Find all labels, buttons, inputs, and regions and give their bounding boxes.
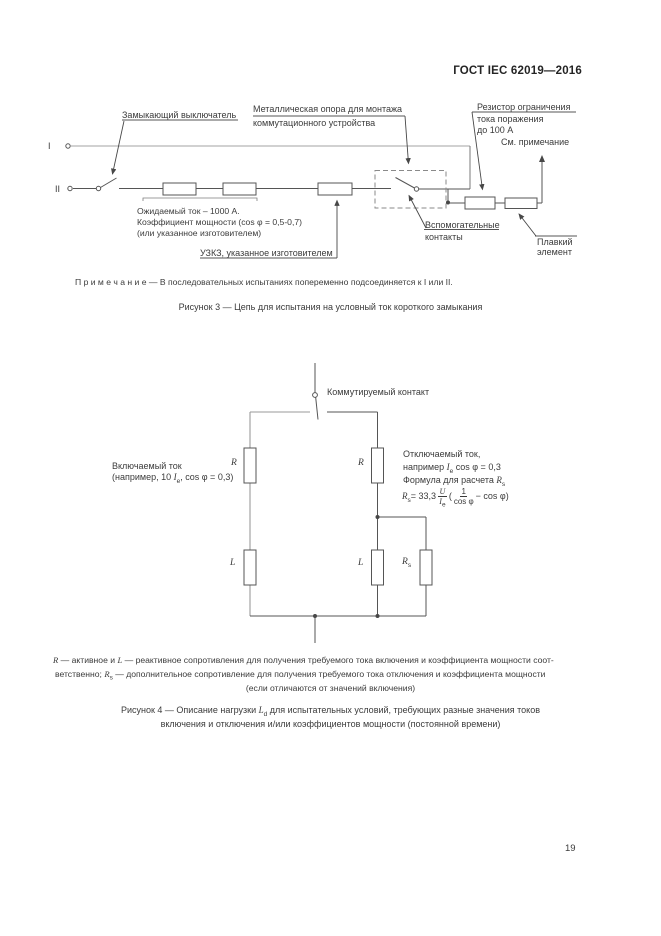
fig4-description-line3: (если отличаются от значений включения): [245, 683, 416, 693]
fig3-leader-arrows: [111, 111, 537, 258]
label-limiting-resistor-1: Резистор ограничения: [477, 101, 571, 112]
component-label-rs: Rs: [402, 556, 412, 569]
l-left-box: [243, 549, 257, 586]
fig3-note: П р и м е ч а н и е — В последовательных…: [75, 277, 453, 287]
page-number: 19: [565, 843, 576, 854]
fig4-component-boxes: [243, 447, 433, 586]
fig4-description-line2: ветственно; Rs — дополнительное сопротив…: [55, 669, 546, 682]
fig3-caption: Рисунок 3 — Цепь для испытания на условн…: [178, 301, 483, 312]
contact-blade: [315, 397, 319, 420]
uzkz-box: [317, 182, 353, 196]
fig3-line-II-wires: [73, 177, 542, 204]
aux-switch-contact: [413, 186, 420, 192]
leader-limiting-resistor: [471, 111, 485, 191]
aux-switch-blade: [395, 177, 415, 189]
label-metal-support-1: Металлическая опора для монтажа: [253, 104, 403, 114]
main-switch-blade: [100, 177, 117, 188]
fig3-label-underlines: [122, 111, 577, 259]
label-or-specified: (или указанное изготовителем): [137, 228, 262, 238]
fig4-left-branch: [249, 411, 310, 616]
component-label-r-right: R: [358, 458, 364, 468]
label-breaking-current-2: например Ie cos φ = 0,3: [403, 461, 501, 475]
l-right-box: [371, 549, 384, 586]
leader-fuse: [518, 213, 537, 237]
label-closing-switch: Замыкающий выключатель: [122, 110, 237, 120]
label-aux-contacts-2: контакты: [425, 231, 463, 242]
metal-support-dashed-box: [374, 170, 447, 209]
label-fuse-1: Плавкий: [537, 237, 573, 247]
label-expected-current: Ожидаемый ток – 1000 А.: [137, 206, 240, 216]
junction-dot: [446, 200, 450, 205]
label-making-current-2: (например, 10 Ie, cos φ = 0,3): [112, 472, 234, 485]
impedance-box-1: [162, 182, 197, 196]
leader-aux-contacts: [408, 194, 427, 229]
label-fuse-2: элемент: [537, 246, 572, 257]
label-see-note: См. примечание: [501, 136, 570, 147]
component-label-l-left: L: [230, 558, 236, 568]
label-breaking-current-1: Отключаемый ток,: [403, 449, 481, 459]
fig4-junction-dots: [313, 515, 380, 618]
fig3-component-boxes: [162, 182, 538, 210]
label-switched-contact: Коммутируемый контакт: [327, 387, 430, 397]
leader-metal-support: [404, 115, 411, 165]
r-left-box: [243, 447, 257, 484]
component-label-l-right: L: [358, 558, 364, 568]
label-limiting-resistor-3: до 100 А: [477, 124, 514, 135]
rs-box: [419, 549, 433, 586]
label-limiting-resistor-2: тока поражения: [477, 114, 544, 124]
component-label-r-left: R: [231, 458, 237, 468]
fig4-description-line1: R — активное и L — реактивное сопротивле…: [53, 655, 554, 665]
r-right-box: [371, 447, 384, 484]
limiting-resistor-box: [464, 196, 496, 210]
switched-contact-terminal: [312, 392, 318, 398]
terminal-I: [65, 143, 71, 149]
label-metal-support-2: коммутационного устройства: [253, 117, 376, 128]
terminal-label-II: II: [55, 183, 61, 194]
label-aux-contacts-1: Вспомогательные: [425, 219, 500, 230]
fig4-caption-line1: Рисунок 4 — Описание нагрузки Ld для исп…: [120, 704, 541, 718]
label-uzkz: УЗКЗ, указанное изготовителем: [200, 247, 333, 258]
fuse-element-box: [504, 197, 538, 209]
fig3-terminals: [65, 143, 420, 192]
document-header: ГОСТ IEC 62019—2016: [453, 65, 582, 77]
label-power-factor: Коэффициент мощности (cos φ = 0,5-0,7): [137, 217, 302, 227]
label-making-current-1: Включаемый ток: [112, 461, 182, 471]
terminal-II: [67, 185, 73, 192]
fig4-wires: [250, 363, 427, 643]
brace-under-impedances: [142, 197, 258, 201]
fig4-caption-line2: включения и отключения и/или коэффициент…: [160, 718, 501, 729]
terminal-label-I: I: [48, 141, 51, 151]
leader-closing-switch: [111, 120, 125, 175]
main-switch-contact: [95, 185, 102, 192]
impedance-box-2: [222, 182, 257, 196]
label-formula-title: Формула для расчета Rs: [403, 474, 506, 488]
